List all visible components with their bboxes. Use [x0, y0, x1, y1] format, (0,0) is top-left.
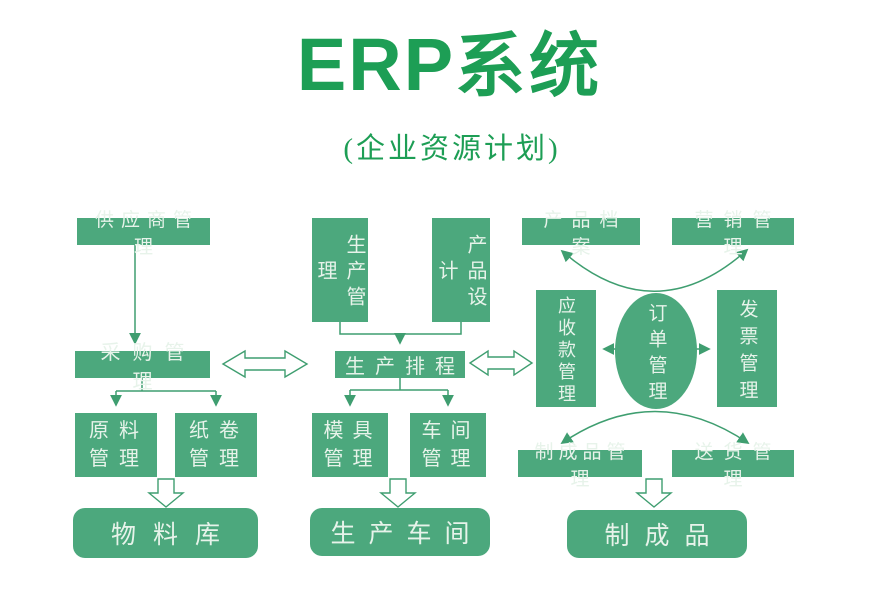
node-material-warehouse: 物料库: [73, 508, 258, 558]
node-label: 应收款管理: [556, 295, 576, 406]
node-label: 发票管理: [736, 298, 758, 407]
block-arrow-to-finished-product: [635, 478, 673, 508]
node-label: 制成品管理: [534, 441, 631, 490]
page-subtitle: (企业资源计划): [343, 133, 561, 165]
block-arrow-to-production-workshop: [379, 478, 417, 508]
node-label: 生产排程: [345, 356, 465, 378]
node-label: 制成品: [604, 523, 725, 550]
node-label: 送货管理: [694, 441, 782, 490]
node-label: 产品设计: [435, 234, 486, 312]
double-arrow-schedule-receivables: [468, 349, 534, 377]
block-arrow-to-material-warehouse: [147, 478, 185, 508]
node-invoice-management: 发票管理: [717, 290, 777, 407]
arc-order-to-finished-delivery: [560, 410, 750, 445]
node-workshop-management: 车间管理: [410, 413, 486, 477]
node-order-management: 订单管理: [615, 293, 697, 409]
title-latin: ERP: [296, 23, 456, 106]
node-production-workshop: 生产车间: [310, 508, 490, 556]
node-raw-material-management: 原料管理: [75, 413, 157, 477]
node-receivables-management: 应收款管理: [536, 290, 596, 407]
node-production-management: 生产管理: [312, 218, 368, 322]
node-delivery-management: 送货管理: [672, 442, 794, 490]
node-label: 采购管理: [100, 341, 197, 393]
node-mold-management: 模具管理: [312, 413, 388, 477]
branch-purchase: [116, 378, 216, 392]
node-supplier-management: 供应商管理: [77, 210, 210, 258]
node-paper-roll-management: 纸卷管理: [175, 413, 257, 477]
node-finished-product: 制成品: [567, 510, 747, 558]
node-label: 物料库: [110, 522, 237, 549]
node-label: 营销管理: [694, 209, 782, 258]
node-label: 纸卷管理: [189, 420, 249, 470]
node-label: 订单管理: [645, 302, 667, 407]
node-label: 车间管理: [421, 420, 480, 470]
node-label: 原料管理: [89, 420, 149, 470]
node-finished-product-management: 制成品管理: [518, 442, 642, 490]
double-arrow-purchase-schedule: [221, 349, 309, 379]
node-label: 生产管理: [314, 234, 365, 312]
node-purchase-management: 采购管理: [75, 342, 210, 393]
branch-schedule: [350, 378, 448, 391]
arc-order-to-archive-marketing: [560, 248, 749, 292]
node-production-schedule: 生产排程: [335, 351, 465, 378]
page-title: ERP系统: [297, 28, 603, 103]
merge-to-schedule: [339, 322, 462, 335]
node-product-archive: 产品档案: [522, 210, 640, 258]
title-cjk: 系统: [455, 29, 604, 106]
node-label: 生产车间: [330, 521, 483, 548]
node-label: 供应商管理: [94, 209, 199, 258]
node-product-design: 产品设计: [432, 218, 490, 322]
node-marketing-management: 营销管理: [672, 210, 794, 258]
node-label: 产品档案: [543, 209, 628, 258]
node-label: 模具管理: [323, 420, 382, 470]
